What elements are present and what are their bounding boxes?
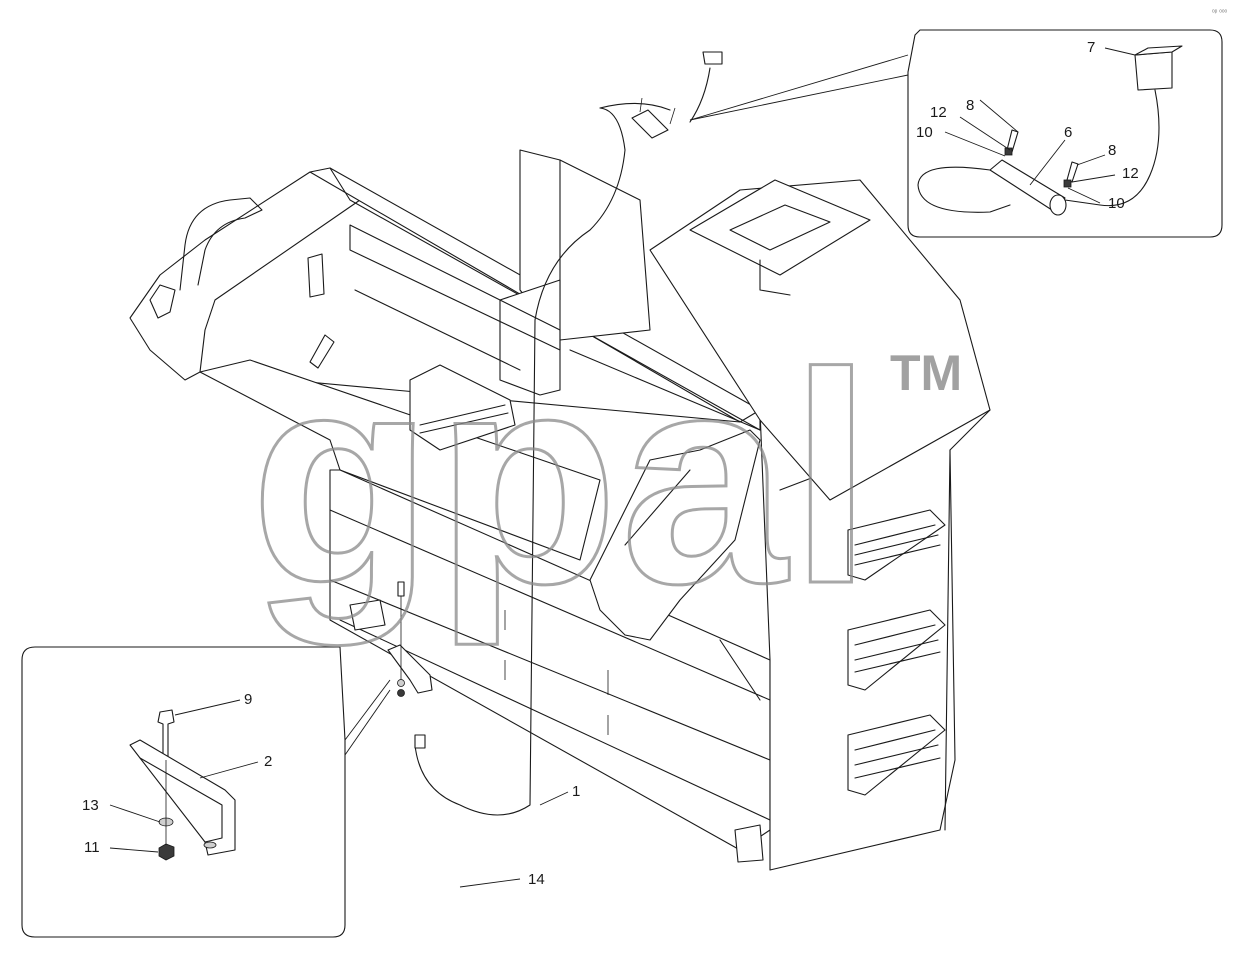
watermark-trademark: TM <box>890 345 962 401</box>
center-column <box>499 279 561 396</box>
callout-6: 6 <box>1064 124 1072 141</box>
callout-11: 11 <box>84 839 100 856</box>
harness-plug <box>702 51 723 65</box>
harness-cable <box>414 107 626 816</box>
callout-2: 2 <box>264 753 272 770</box>
left-grab-handle <box>179 197 263 291</box>
callout-9: 9 <box>244 691 252 708</box>
callout-10a: 10 <box>916 124 933 141</box>
callout-7: 7 <box>1087 39 1095 56</box>
callout-12a: 12 <box>930 104 947 121</box>
right-arm-plate <box>589 429 761 641</box>
callout-13: 13 <box>82 797 99 814</box>
tube-6 <box>917 159 1067 216</box>
screw-8b <box>1066 161 1079 183</box>
callout-8b: 8 <box>1108 142 1116 159</box>
wire-harness <box>414 51 723 816</box>
frame-assembly <box>129 149 991 871</box>
right-foot <box>734 824 764 863</box>
detail-frame-bottom <box>21 646 346 938</box>
detail-view-bottom: 9 2 13 11 1 14 <box>21 581 580 938</box>
watermark: gpal TM <box>249 309 963 650</box>
cab-floor <box>199 359 601 561</box>
callout-14: 14 <box>528 871 545 888</box>
plug-7 <box>1064 45 1183 207</box>
bracket-2 <box>129 739 236 856</box>
corner-mark: ᵒᵖ ᵒᵒᵒ <box>1212 9 1228 16</box>
detail-frame-top <box>907 29 1223 238</box>
control-pod <box>689 179 871 276</box>
callout-12b: 12 <box>1122 165 1139 182</box>
harness-tube <box>631 109 669 139</box>
left-foot <box>349 599 386 631</box>
bracket-on-frame <box>387 581 433 749</box>
nut-11 <box>158 843 175 861</box>
callout-1: 1 <box>572 783 580 800</box>
callout-8a: 8 <box>966 97 974 114</box>
watermark-text: gpal <box>250 310 875 648</box>
callout-10b: 10 <box>1108 195 1125 212</box>
detail-view-top: 7 6 8 12 10 8 12 10 <box>689 29 1223 238</box>
right-steps <box>847 509 946 796</box>
left-side-plate <box>129 171 361 381</box>
